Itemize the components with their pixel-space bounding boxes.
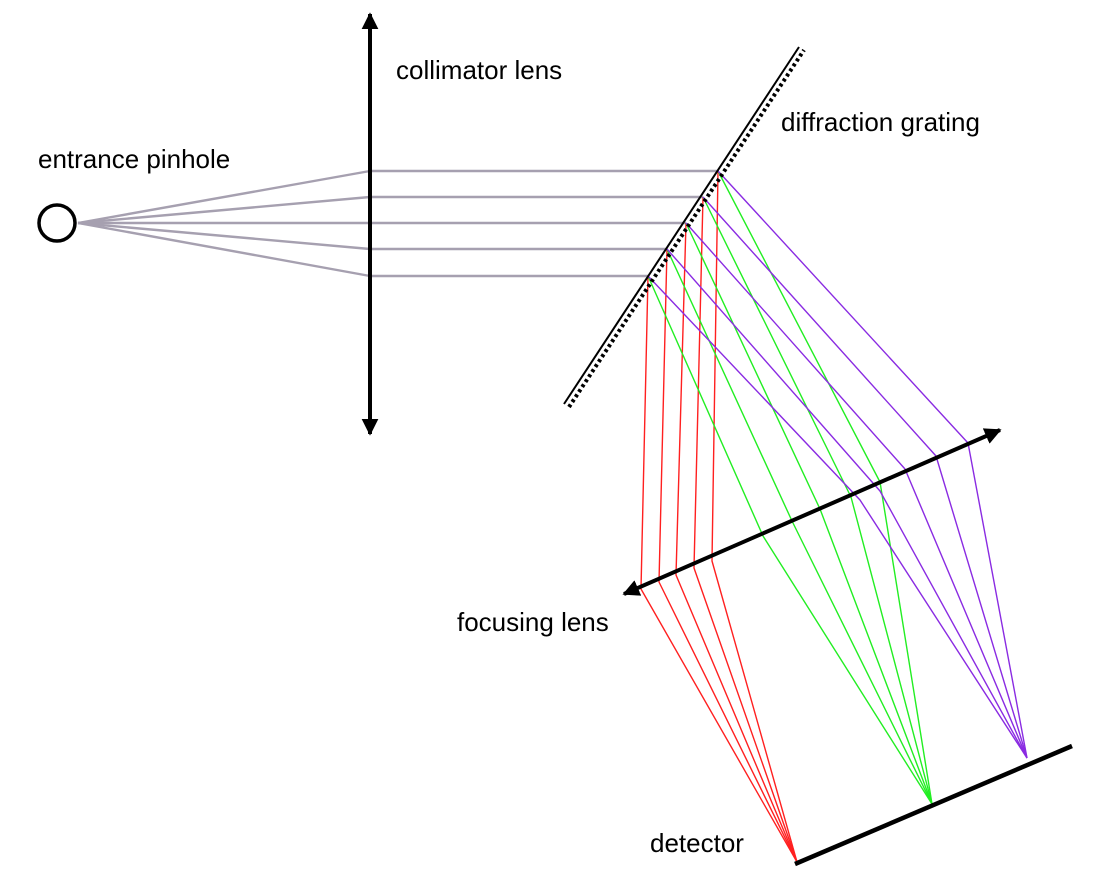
incident-ray <box>77 195 703 225</box>
violet-ray <box>647 275 1028 759</box>
light-rays <box>77 169 1028 863</box>
green-ray <box>666 248 933 805</box>
incident-ray <box>77 221 667 251</box>
green-ray <box>717 170 933 805</box>
collimator-lens-label: collimator lens <box>396 55 562 85</box>
optical-components <box>37 12 1073 867</box>
detector-label: detector <box>650 828 744 858</box>
focusing-lens-arrow <box>622 428 1002 596</box>
focusing-lens-label: focusing lens <box>457 607 609 637</box>
diffraction-grating-label: diffraction grating <box>781 107 980 137</box>
red-ray <box>658 248 798 863</box>
entrance-pinhole-circle <box>37 203 77 243</box>
entrance-pinhole-label: entrance pinhole <box>38 144 230 174</box>
diffraction-grating-teeth <box>567 48 806 409</box>
detector-line <box>794 743 1073 867</box>
diffraction-grating-line <box>563 46 800 405</box>
labels: collimator lens entrance pinhole diffrac… <box>38 55 980 858</box>
violet-ray <box>702 196 1028 759</box>
